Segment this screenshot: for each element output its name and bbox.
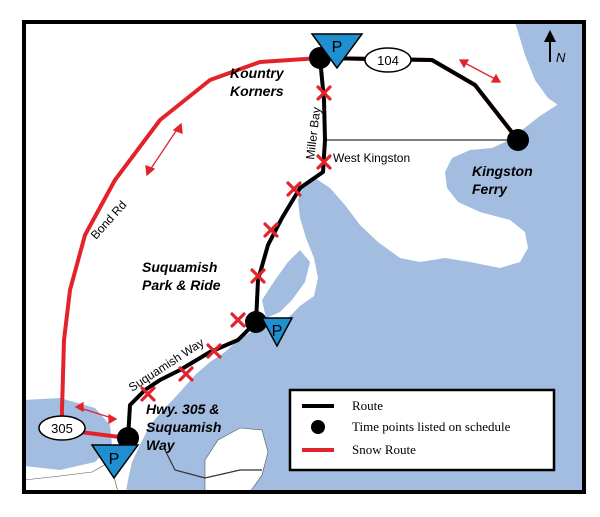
double-arrow-icon xyxy=(145,122,183,177)
svg-text:P: P xyxy=(109,451,120,468)
stop-x xyxy=(140,386,156,402)
time-point-suquamish-park-ride xyxy=(245,311,267,333)
label-park-ride: Park & Ride xyxy=(142,277,221,293)
water-top-right xyxy=(515,22,584,118)
label-hwy305: Hwy. 305 & xyxy=(146,401,219,417)
time-points xyxy=(117,47,529,449)
map-frame xyxy=(22,20,586,494)
highway-shield-104: 104 xyxy=(364,47,412,73)
svg-text:305: 305 xyxy=(51,421,73,436)
route-suquamish-way-segment xyxy=(126,320,258,439)
svg-text:P: P xyxy=(272,323,283,340)
stop-markers xyxy=(140,85,332,402)
stop-x xyxy=(206,343,222,359)
legend-time-points-label: Time points listed on schedule xyxy=(352,419,511,434)
snow-route-arrows xyxy=(74,59,502,425)
legend-box xyxy=(288,388,556,472)
parking-icon: P xyxy=(90,444,140,480)
legend-snow-route-label: Snow Route xyxy=(352,442,416,457)
minor-roads xyxy=(164,139,518,479)
svg-text:104: 104 xyxy=(377,53,399,68)
double-arrow-icon xyxy=(458,59,502,83)
route-miller-bay-segment xyxy=(254,57,327,323)
legend: Route Time points listed on schedule Sno… xyxy=(288,388,556,472)
legend-time-point-swatch xyxy=(311,420,325,434)
parking-icon: P xyxy=(310,33,364,70)
label-kountry: Kountry xyxy=(230,65,285,81)
side-road-lower xyxy=(164,449,262,479)
north-label: N xyxy=(556,50,566,65)
label-suquamish: Suquamish xyxy=(142,259,217,275)
time-point-kingston-ferry xyxy=(507,129,529,151)
label-hwy305-suquamish: Suquamish xyxy=(146,419,221,435)
stop-x xyxy=(250,268,266,284)
stop-x xyxy=(178,366,194,382)
parking-icon: P xyxy=(260,317,294,348)
label-ferry: Ferry xyxy=(472,181,508,197)
svg-text:P: P xyxy=(332,39,343,56)
legend-route-label: Route xyxy=(352,398,383,413)
water-suquamish-bay xyxy=(262,250,310,318)
stop-x xyxy=(316,154,332,170)
label-west-kingston: West Kingston xyxy=(333,151,410,165)
stop-x xyxy=(316,85,332,101)
label-korners: Korners xyxy=(230,83,284,99)
land-peninsula-lower xyxy=(204,427,269,493)
land-features xyxy=(23,427,269,493)
stop-x xyxy=(263,222,279,238)
label-miller-bay: Miller Bay xyxy=(303,106,323,160)
time-point-hwy305 xyxy=(117,427,139,449)
parking-icons: P P P xyxy=(90,33,364,480)
place-labels: Kountry Korners Kingston Ferry Suquamish… xyxy=(142,65,533,453)
double-arrow-icon xyxy=(74,401,118,425)
stop-x xyxy=(230,312,246,328)
stop-x xyxy=(286,181,302,197)
label-hwy305-way: Way xyxy=(146,437,176,453)
label-kingston: Kingston xyxy=(472,163,533,179)
highway-shield-305: 305 xyxy=(38,415,86,441)
north-arrow: N xyxy=(544,30,566,65)
